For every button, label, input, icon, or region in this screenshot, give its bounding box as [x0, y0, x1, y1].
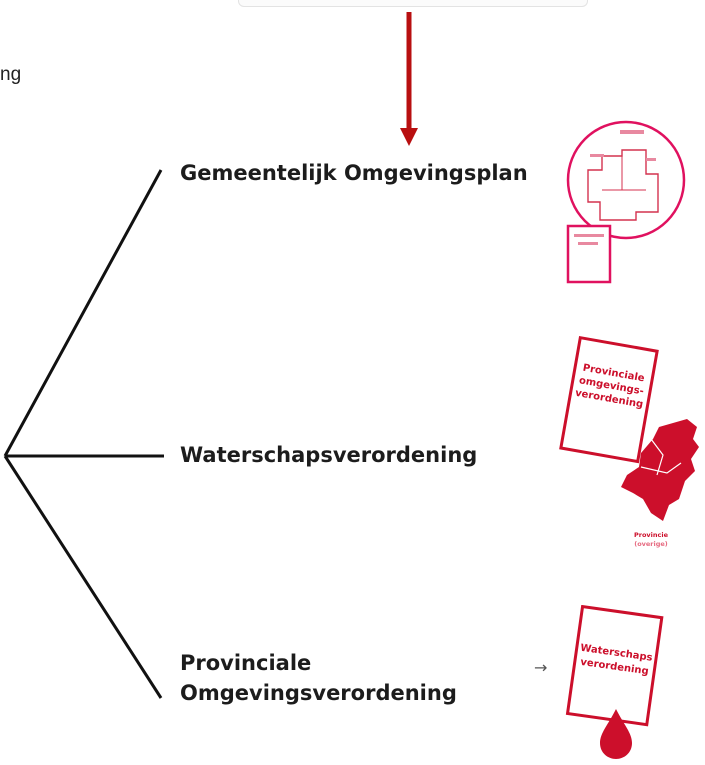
netherlands-map-icon [621, 419, 699, 521]
branch-label-waterschap: Waterschapsverordening [180, 443, 478, 467]
cut-off-text: ng [0, 64, 22, 85]
branch-label-gemeentelijk: Gemeentelijk Omgevingsplan [180, 161, 528, 185]
provincial-ordinance-illustration: Provinciale omgevings- verordening Provi… [559, 335, 699, 548]
red-down-arrow-head [400, 128, 418, 146]
right-arrow-icon: → [534, 658, 548, 677]
water-drop-icon [600, 709, 632, 759]
province-caption-line-1: Provincie [634, 531, 669, 539]
branch-line-top [3, 169, 163, 457]
province-caption-line-2: (overige) [634, 540, 668, 548]
municipal-plan-illustration [566, 120, 686, 284]
water-ordinance-illustration: Waterschaps verordening [565, 605, 664, 759]
branch-label-provinciale: Provinciale Omgevingsverordening [180, 651, 457, 705]
branch-line-bottom [3, 455, 163, 699]
